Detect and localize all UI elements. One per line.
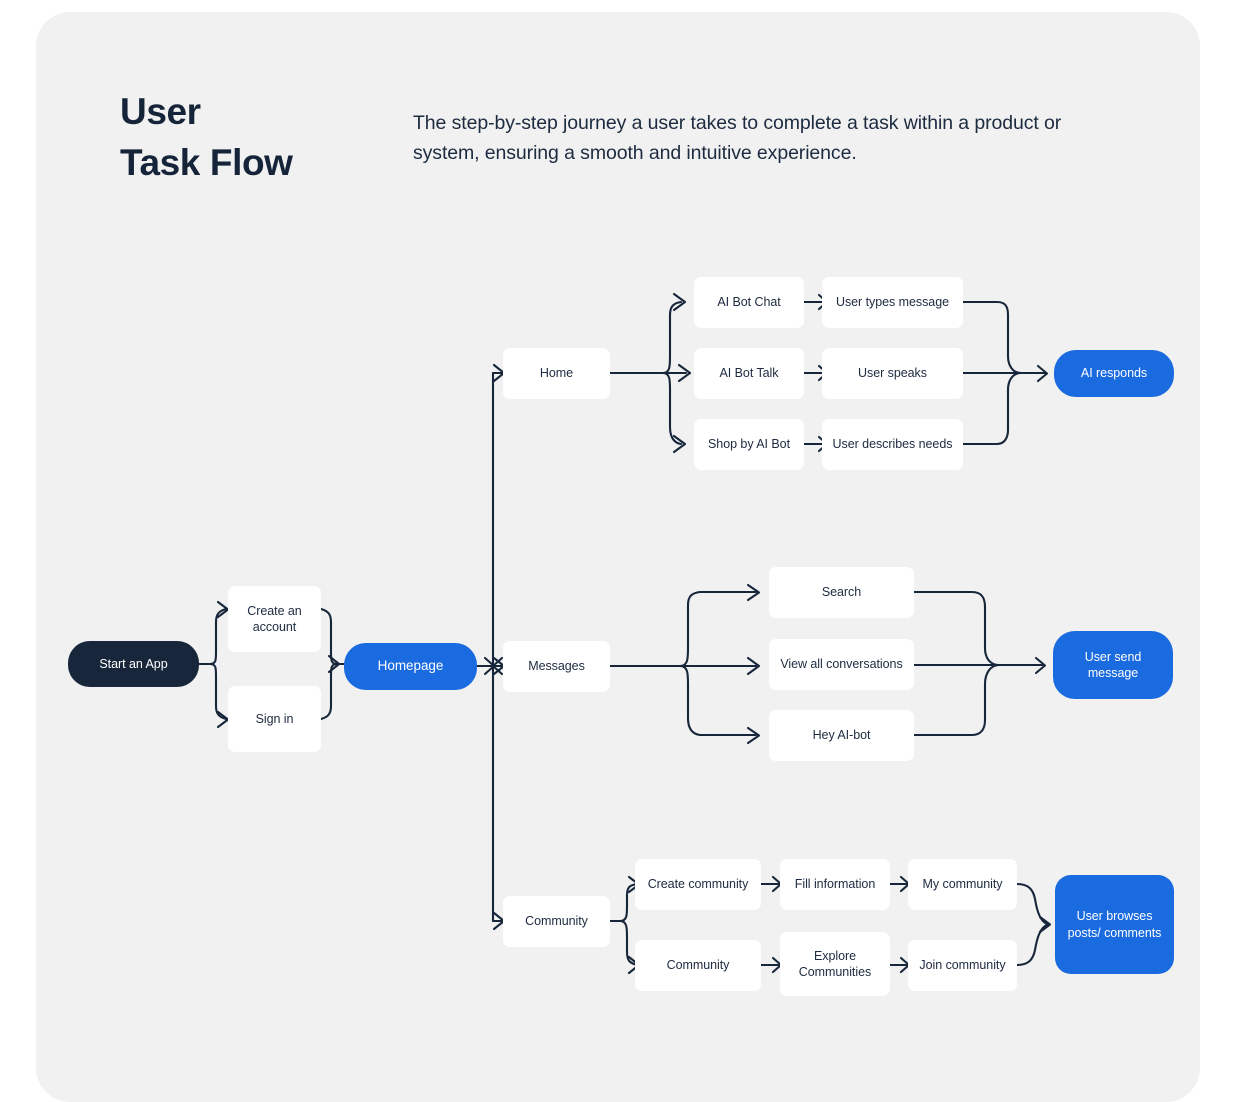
node-messages[interactable]: Messages	[503, 641, 610, 692]
node-my-community[interactable]: My community	[908, 859, 1017, 910]
node-user-send-message[interactable]: User send message	[1053, 631, 1173, 699]
node-community-browse[interactable]: Community	[635, 940, 761, 991]
node-ai-bot-chat[interactable]: AI Bot Chat	[694, 277, 804, 328]
node-sign-in[interactable]: Sign in	[228, 686, 321, 752]
node-user-browses-posts-comments[interactable]: User browses posts/ comments	[1055, 875, 1174, 974]
page-description: The step-by-step journey a user takes to…	[413, 112, 1062, 164]
node-fill-information[interactable]: Fill information	[780, 859, 890, 910]
node-join-community[interactable]: Join community	[908, 940, 1017, 991]
node-user-describes-needs[interactable]: User describes needs	[822, 419, 963, 470]
node-start-an-app[interactable]: Start an App	[68, 641, 199, 687]
node-user-types-message[interactable]: User types message	[822, 277, 963, 328]
node-shop-by-ai-bot[interactable]: Shop by AI Bot	[694, 419, 804, 470]
node-search[interactable]: Search	[769, 567, 914, 618]
node-user-speaks[interactable]: User speaks	[822, 348, 963, 399]
node-view-all-conversations[interactable]: View all conversations	[769, 639, 914, 690]
node-create-an-account[interactable]: Create an account	[228, 586, 321, 652]
node-explore-communities[interactable]: Explore Communities	[780, 932, 890, 996]
node-create-community[interactable]: Create community	[635, 859, 761, 910]
node-hey-ai-bot[interactable]: Hey AI-bot	[769, 710, 914, 761]
node-home[interactable]: Home	[503, 348, 610, 399]
page-title: User Task Flow	[120, 91, 293, 183]
node-ai-bot-talk[interactable]: AI Bot Talk	[694, 348, 804, 399]
node-ai-responds[interactable]: AI responds	[1054, 350, 1174, 397]
node-homepage[interactable]: Homepage	[344, 643, 477, 690]
node-community[interactable]: Community	[503, 896, 610, 947]
